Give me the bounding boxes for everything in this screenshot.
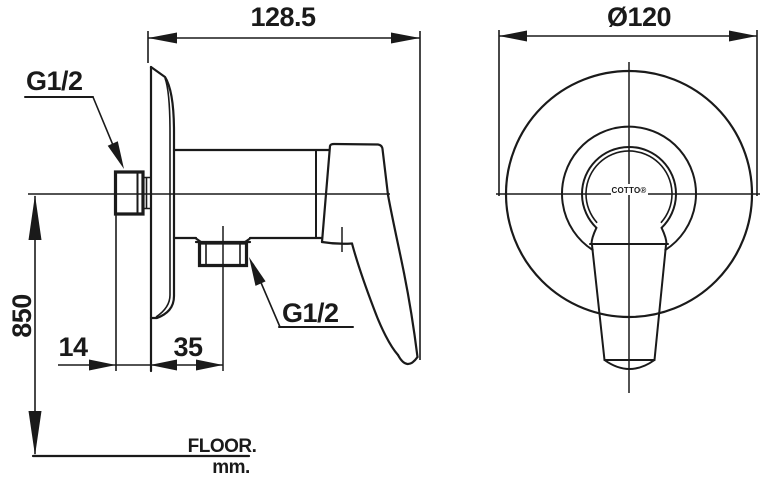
unit-label: mm. — [212, 457, 250, 478]
leader-arrow-icon — [249, 257, 266, 286]
inlet-thread-label: G1/2 — [26, 66, 83, 96]
arrowhead-left-icon — [148, 32, 177, 44]
offset-dimensions: 14 35 — [58, 332, 223, 371]
diameter-dimension: Ø120 — [498, 2, 758, 196]
outlet-offset-label: 35 — [173, 332, 203, 362]
height-dimension: 850 — [7, 195, 42, 456]
brand-label: COTTO® — [612, 186, 647, 195]
arrowhead-right-icon — [391, 32, 420, 44]
diameter-dimension-label: Ø120 — [607, 2, 671, 32]
outlet-thread-label: G1/2 — [282, 298, 339, 328]
handle-dome-outer — [581, 145, 677, 229]
handle-lever-side — [320, 142, 419, 366]
arrowhead-right-icon — [89, 359, 116, 371]
width-dimension: 128.5 — [147, 2, 421, 360]
brand-mark: COTTO® — [611, 184, 648, 195]
arrowhead-up-icon — [28, 195, 42, 240]
outlet-thread-callout: G1/2 — [249, 257, 354, 328]
wall-flange-side — [149, 65, 176, 373]
width-dimension-label: 128.5 — [250, 2, 316, 32]
inlet-thread-callout: G1/2 — [24, 66, 124, 169]
arrowhead-left-icon — [499, 30, 527, 42]
inlet-hex-nut — [113, 170, 151, 371]
leader-arrow-icon — [107, 141, 124, 169]
handle-lever-front — [589, 226, 669, 370]
arrowhead-left-icon — [150, 359, 177, 371]
side-view-drawing: 128.5 — [7, 2, 421, 478]
outlet-hex-fitting — [194, 226, 252, 371]
floor-label: FLOOR. — [188, 436, 257, 457]
arrowhead-right-icon — [196, 359, 223, 371]
flange-circle — [504, 69, 754, 319]
escutcheon-ring — [561, 125, 697, 251]
front-view-drawing: Ø120 COTTO® — [496, 2, 760, 393]
floor-reference: FLOOR. mm. — [31, 436, 257, 478]
height-dimension-label: 850 — [7, 294, 37, 338]
valve-body-side — [172, 148, 331, 240]
handle-dome-inner — [585, 150, 673, 224]
brand-backplate — [611, 184, 648, 195]
arrowhead-down-icon — [28, 411, 42, 456]
arrowhead-right-icon — [729, 30, 757, 42]
inlet-offset-label: 14 — [58, 332, 88, 362]
